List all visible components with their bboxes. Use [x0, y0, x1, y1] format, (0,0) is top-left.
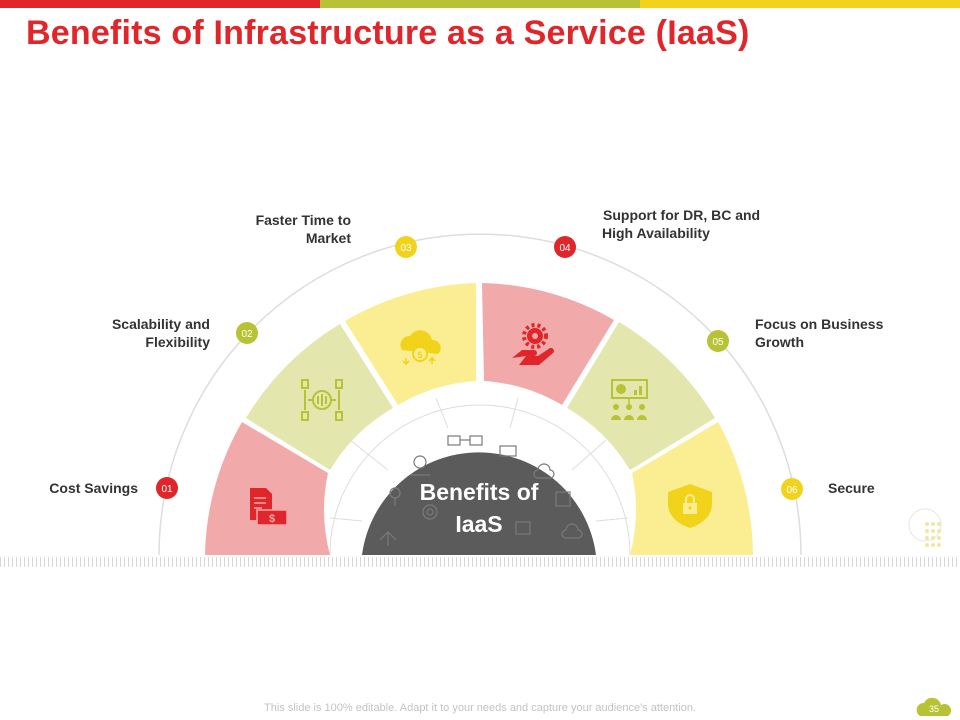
badge-03: 03	[395, 236, 417, 258]
label-04-line2: High Availability	[602, 225, 710, 241]
footer-note: This slide is 100% editable. Adapt it to…	[264, 702, 696, 714]
segment-04[interactable]	[482, 283, 614, 405]
segment-01[interactable]	[205, 422, 330, 555]
svg-text:06: 06	[786, 485, 798, 496]
svg-text:01: 01	[161, 484, 173, 495]
svg-text:05: 05	[712, 337, 724, 348]
inner-arc	[329, 404, 631, 556]
svg-text:03: 03	[400, 243, 412, 254]
center-title-line2: IaaS	[455, 511, 502, 537]
segment-02[interactable]	[246, 324, 393, 470]
segment-05[interactable]	[567, 322, 715, 470]
presentation-team-icon	[611, 379, 648, 420]
top-color-bar	[0, 0, 960, 8]
badge-06: 06	[781, 478, 803, 500]
label-05: Focus on Business Growth	[755, 315, 883, 351]
label-02-line2: Flexibility	[145, 334, 210, 350]
connector-lines	[329, 397, 629, 522]
label-01: Cost Savings	[49, 479, 138, 497]
label-06: Secure	[828, 479, 875, 497]
svg-text:$: $	[269, 513, 275, 525]
top-bar-red	[0, 0, 320, 8]
page-number: 35	[928, 704, 939, 714]
decorative-dots	[908, 508, 942, 547]
label-04: Support for DR, BC and High Availability	[602, 206, 760, 242]
cloud-dollar-icon: $	[400, 330, 441, 366]
document-dollar-icon: $	[250, 488, 288, 526]
svg-text:02: 02	[241, 329, 253, 340]
label-03-line1: Faster Time to	[255, 212, 351, 228]
page-number-cloud	[916, 697, 952, 716]
outer-arc	[158, 233, 802, 556]
top-bar-yellow	[640, 0, 960, 8]
label-01-line1: Cost Savings	[49, 480, 138, 496]
shield-lock-icon	[668, 484, 712, 528]
badge-04: 04	[554, 236, 576, 258]
hub-texture	[379, 435, 583, 546]
svg-text:$: $	[417, 350, 422, 360]
ruler-strip	[0, 557, 960, 567]
badge-01: 01	[156, 477, 178, 499]
label-05-line1: Focus on Business	[755, 316, 884, 332]
label-03: Faster Time to Market	[256, 211, 351, 247]
gear-hand-icon	[512, 323, 554, 365]
badge-05: 05	[707, 330, 729, 352]
network-chip-icon	[301, 379, 343, 421]
label-05-line2: Growth	[755, 334, 804, 350]
svg-text:04: 04	[559, 243, 571, 254]
badge-02: 02	[236, 322, 258, 344]
top-bar-green	[320, 0, 640, 8]
center-title-line1: Benefits of	[420, 479, 539, 505]
label-04-line1: Support for DR, BC and	[603, 207, 761, 223]
page-title: Benefits of Infrastructure as a Service …	[26, 14, 750, 52]
label-06-line1: Secure	[828, 480, 875, 496]
label-02-line1: Scalability and	[111, 316, 210, 332]
label-02: Scalability and Flexibility	[112, 315, 210, 351]
label-03-line2: Market	[305, 230, 351, 246]
